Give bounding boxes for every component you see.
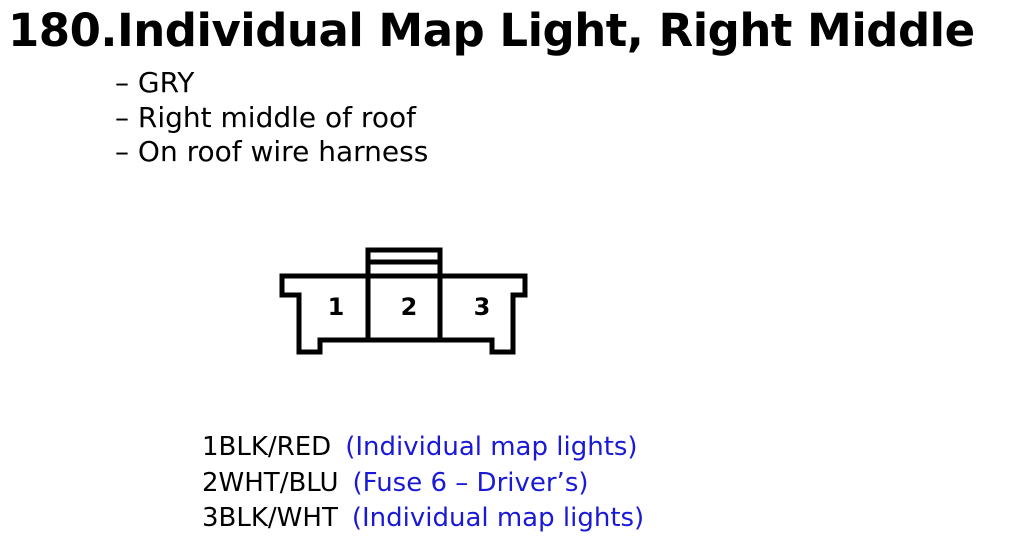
pinout-list: 1BLK/RED (Individual map lights) 2WHT/BLU… xyxy=(202,430,644,537)
pin-row: 3BLK/WHT (Individual map lights) xyxy=(202,501,644,537)
connector-housing xyxy=(279,273,528,355)
pin-number: 3 xyxy=(202,503,219,533)
pin-row: 2WHT/BLU (Fuse 6 – Driver’s) xyxy=(202,466,644,502)
connector-diagram: 1 2 3 xyxy=(279,247,528,355)
pin-label-3: 3 xyxy=(474,293,491,321)
pin-label-1: 1 xyxy=(328,293,345,321)
pin-number: 2 xyxy=(202,467,219,498)
note-color: – GRY xyxy=(115,66,195,99)
pin-wire-color: BLK/WHT xyxy=(218,503,338,533)
pin-description: (Individual map lights) xyxy=(345,432,638,462)
note-location: – Right middle of roof xyxy=(115,100,416,134)
pin-description: (Individual map lights) xyxy=(351,503,645,533)
pin-description: (Fuse 6 – Driver’s) xyxy=(352,467,589,498)
pin-wire-color: BLK/RED xyxy=(218,432,332,462)
pin-label-2: 2 xyxy=(401,293,418,321)
pin-number: 1 xyxy=(202,432,219,462)
note-harness: – On roof wire harness xyxy=(115,135,429,168)
pin-row: 1BLK/RED (Individual map lights) xyxy=(202,430,644,466)
pin-wire-color: WHT/BLU xyxy=(218,467,339,498)
page-title: 180.Individual Map Light, Right Middle xyxy=(8,4,975,57)
connector-notes: – GRY – Right middle of roof – On roof w… xyxy=(115,66,428,170)
